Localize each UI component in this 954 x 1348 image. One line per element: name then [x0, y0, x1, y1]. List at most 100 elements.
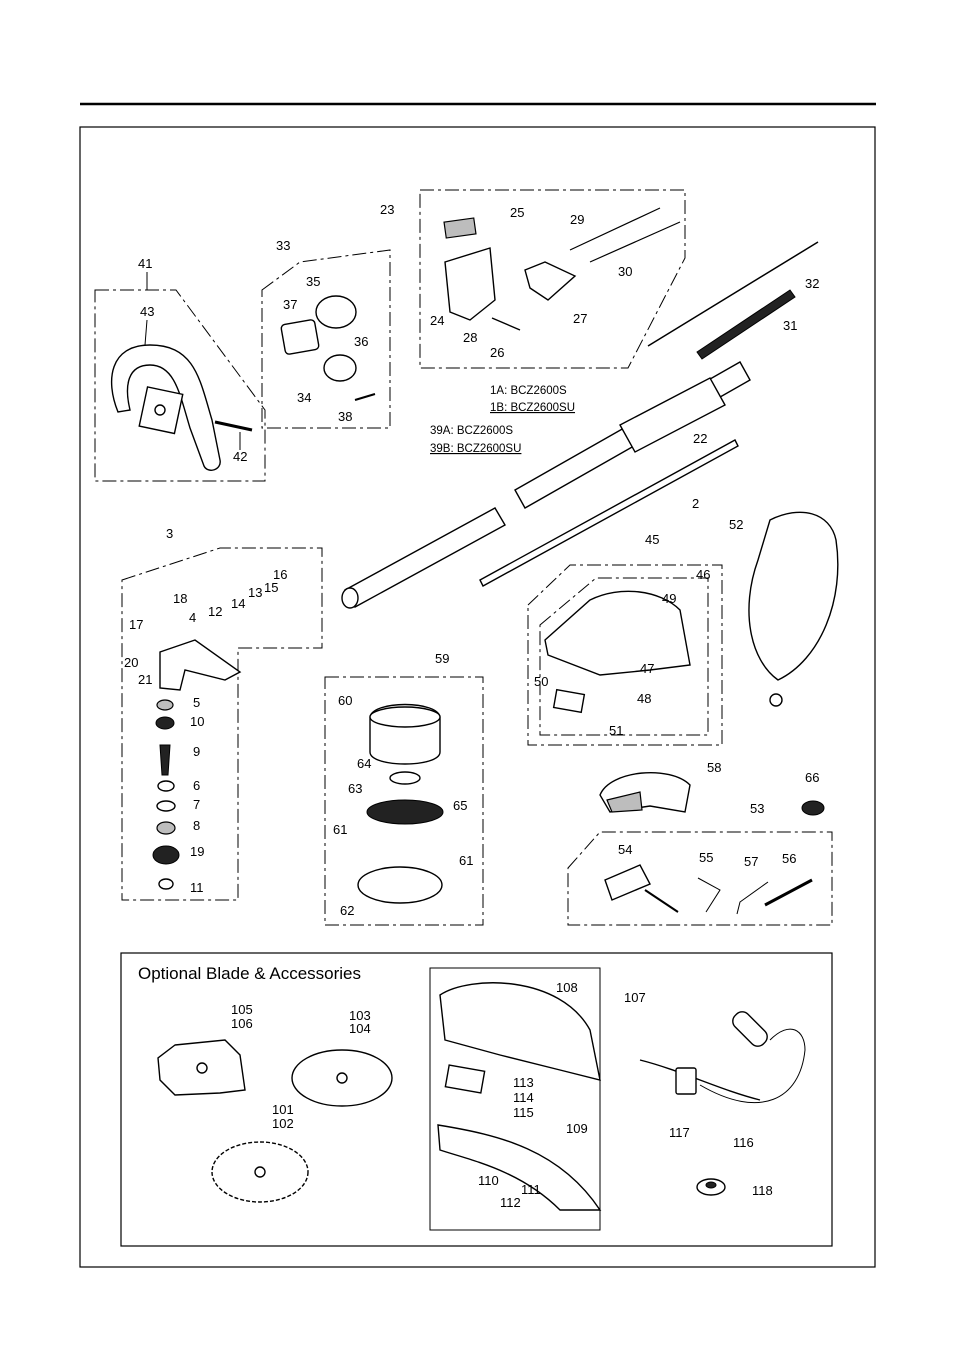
label-112: 112 — [500, 1195, 521, 1210]
diagram-frame — [79, 126, 876, 1268]
label-43: 43 — [140, 304, 154, 319]
label-27: 27 — [573, 311, 587, 326]
label-13: 13 — [248, 585, 262, 600]
label-21: 21 — [138, 672, 152, 687]
label-116: 116 — [733, 1135, 754, 1150]
label-19: 19 — [190, 844, 204, 859]
label-6: 6 — [193, 778, 200, 793]
label-113: 113 — [513, 1075, 534, 1090]
label-3: 3 — [166, 526, 173, 541]
label-42: 42 — [233, 449, 247, 464]
label-106: 106 — [231, 1016, 253, 1031]
optional-accessories-section: Optional Blade & Accessories 105 106 103… — [120, 952, 833, 1247]
label-1b: 1B: BCZ2600SU — [490, 402, 575, 414]
label-28: 28 — [463, 330, 477, 345]
label-54: 54 — [618, 842, 632, 857]
label-32: 32 — [805, 276, 819, 291]
label-104: 104 — [349, 1021, 371, 1036]
label-50: 50 — [534, 674, 548, 689]
label-53: 53 — [750, 801, 764, 816]
label-114: 114 — [513, 1090, 534, 1105]
label-117: 117 — [669, 1125, 690, 1140]
label-66: 66 — [805, 770, 819, 785]
label-60: 60 — [338, 693, 352, 708]
label-103: 103 — [349, 1008, 371, 1023]
label-34: 34 — [297, 390, 311, 405]
label-18: 18 — [173, 591, 187, 606]
label-111: 111 — [521, 1182, 541, 1197]
label-101: 101 — [272, 1102, 294, 1117]
goggles-58: 58 — [599, 760, 721, 813]
control-handle-assembly-23: 23 25 29 30 24 28 26 27 — [380, 189, 686, 369]
label-26: 26 — [490, 345, 504, 360]
label-61: 61 — [333, 822, 347, 837]
label-8: 8 — [193, 818, 200, 833]
label-36: 36 — [354, 334, 368, 349]
label-14: 14 — [231, 596, 245, 611]
label-12: 12 — [208, 604, 222, 619]
nylon-head-assembly-59: 59 60 64 63 65 61 61 62 — [324, 651, 484, 926]
label-108: 108 — [556, 980, 578, 995]
label-57: 57 — [744, 854, 758, 869]
label-58: 58 — [707, 760, 721, 775]
label-45: 45 — [645, 532, 659, 547]
label-25: 25 — [510, 205, 524, 220]
label-63: 63 — [348, 781, 362, 796]
label-109: 109 — [566, 1121, 588, 1136]
label-48: 48 — [637, 691, 651, 706]
label-59: 59 — [435, 651, 449, 666]
label-37: 37 — [283, 297, 297, 312]
label-56: 56 — [782, 851, 796, 866]
label-105: 105 — [231, 1002, 253, 1017]
label-61-b: 61 — [459, 853, 473, 868]
label-46: 46 — [696, 567, 710, 582]
label-39a: 39A: BCZ2600S — [430, 425, 513, 437]
label-24: 24 — [430, 313, 444, 328]
label-5: 5 — [193, 695, 200, 710]
label-64: 64 — [357, 756, 371, 771]
nut-66: 66 — [801, 770, 825, 816]
label-107: 107 — [624, 990, 646, 1005]
label-35: 35 — [306, 274, 320, 289]
label-52: 52 — [729, 517, 743, 532]
throttle-assembly-33: 33 35 37 36 34 38 — [261, 238, 391, 429]
label-110: 110 — [478, 1173, 499, 1188]
handle-assembly-41: 41 43 42 — [94, 256, 266, 482]
label-39b: 39B: BCZ2600SU — [430, 443, 521, 455]
label-2: 2 — [692, 496, 699, 511]
label-23: 23 — [380, 202, 394, 217]
label-10: 10 — [190, 714, 204, 729]
label-22: 22 — [693, 431, 707, 446]
label-55: 55 — [699, 850, 713, 865]
label-1a: 1A: BCZ2600S — [490, 385, 567, 397]
label-11: 11 — [190, 880, 204, 895]
label-51: 51 — [609, 723, 623, 738]
section-title: Optional Blade & Accessories — [138, 964, 361, 983]
guard-assembly-45: 45 46 49 47 50 48 51 — [527, 532, 723, 746]
label-62: 62 — [340, 903, 354, 918]
cable-and-spring: 32 31 — [647, 241, 819, 360]
label-65: 65 — [453, 798, 467, 813]
label-31: 31 — [783, 318, 797, 333]
label-16: 16 — [273, 567, 287, 582]
label-15: 15 — [264, 580, 278, 595]
label-9: 9 — [193, 744, 200, 759]
label-49: 49 — [662, 591, 676, 606]
shoulder-strap-52: 52 — [729, 511, 839, 707]
label-17: 17 — [129, 617, 143, 632]
main-shaft: 1A: BCZ2600S 1B: BCZ2600SU 39A: BCZ2600S… — [341, 361, 751, 609]
label-47: 47 — [640, 661, 654, 676]
label-38: 38 — [338, 409, 352, 424]
label-102: 102 — [272, 1116, 294, 1131]
label-29: 29 — [570, 212, 584, 227]
label-7: 7 — [193, 797, 200, 812]
label-20: 20 — [124, 655, 138, 670]
label-30: 30 — [618, 264, 632, 279]
label-4: 4 — [189, 610, 196, 625]
label-33: 33 — [276, 238, 290, 253]
label-118: 118 — [752, 1183, 773, 1198]
label-115: 115 — [513, 1105, 534, 1120]
gear-case-assembly-3: 3 18 17 4 12 14 13 15 16 20 21 5 10 9 6 … — [121, 526, 323, 901]
tools-assembly-53: 53 54 55 57 56 — [567, 801, 833, 926]
